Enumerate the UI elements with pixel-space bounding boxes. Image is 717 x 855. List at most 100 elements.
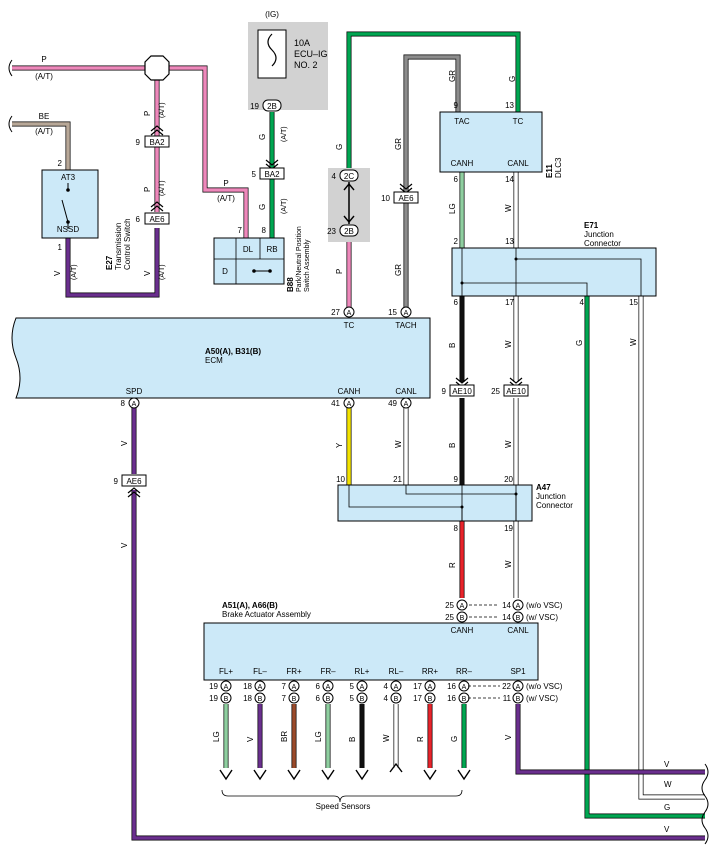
e27-nssd: NSSD xyxy=(57,225,79,234)
connector-ae10-w[interactable]: AE10 25 xyxy=(491,377,529,397)
wire-v-sp1[interactable] xyxy=(515,704,705,775)
a47-junction[interactable]: 10 21 9 20 8 19 xyxy=(336,475,533,533)
sensor-pin[interactable] xyxy=(424,692,436,704)
pin-letter: A xyxy=(132,401,137,408)
sensor-pin[interactable] xyxy=(288,692,300,704)
edge-label-w: W xyxy=(664,780,672,789)
sp1-wo-vsc: (w/o VSC) xyxy=(526,682,563,691)
connector-ae10-b[interactable]: AE10 9 xyxy=(442,377,475,397)
connector-2c[interactable]: 2C 4 xyxy=(332,169,359,182)
pin-letter: B xyxy=(516,696,521,703)
sensor-pin[interactable] xyxy=(390,692,402,704)
sensor-pin-number: 7 xyxy=(282,694,287,703)
c2c-label: 2C xyxy=(344,172,354,181)
brake-w-vsc: (w/ VSC) xyxy=(526,613,558,622)
connector-ba2-left[interactable]: BA2 9 xyxy=(136,125,170,148)
brake-canl-a: 14 xyxy=(502,601,511,610)
connector-ae6-left[interactable]: AE6 6 xyxy=(136,201,170,225)
pin-letter: A xyxy=(347,401,352,408)
b88-name1: Park/Neutral Position xyxy=(296,226,303,292)
pin-letter: A xyxy=(347,310,352,317)
e27-switch[interactable]: AT3 NSSD 2 1 xyxy=(41,159,99,252)
e71-junction[interactable]: 2 13 6 17 4 15 xyxy=(451,237,657,307)
b88-pin-rb: 8 xyxy=(262,226,267,235)
wire-w-e71-15[interactable] xyxy=(638,296,705,800)
ecm-tc: TC xyxy=(344,321,355,330)
fuse-2b-pin: 19 xyxy=(250,102,259,111)
fuse-name1: ECU–IG xyxy=(294,49,328,59)
wire-note-at-1: (A/T) xyxy=(159,102,166,118)
sensor-pin[interactable] xyxy=(254,692,266,704)
connector-ba2-mid[interactable]: BA2 5 xyxy=(252,159,285,180)
ba2-mid-label: BA2 xyxy=(264,170,280,179)
sensor-pin[interactable] xyxy=(356,680,368,692)
fuse-rating: 10A xyxy=(294,38,310,48)
arrow-down-icon xyxy=(423,769,437,781)
brake-can-pins[interactable]: A B A B 25 25 14 14 (w/o VSC) (w/ VSC) xyxy=(445,599,563,623)
b88-d: D xyxy=(222,267,228,276)
ecm-pin-tc[interactable]: A 27 xyxy=(331,306,355,318)
b88-switch[interactable]: DL RB D 7 8 xyxy=(213,226,285,285)
sensor-pin[interactable] xyxy=(322,680,334,692)
sp1-pins[interactable]: A B 22 11 (w/o VSC) (w/ VSC) xyxy=(468,680,563,704)
e71-pin-17: 17 xyxy=(505,298,514,307)
wire-label-p-left-2: P xyxy=(143,187,152,192)
pin-letter: B xyxy=(224,696,229,703)
e27-name2: Control Switch xyxy=(123,218,132,270)
sensor-pin[interactable] xyxy=(390,680,402,692)
ecm-pin-spd[interactable]: A 8 xyxy=(121,397,140,409)
wire-gr-tach[interactable] xyxy=(403,54,461,308)
brake-canh: CANH xyxy=(451,626,474,635)
fuse-block[interactable]: (IG) 10A ECU–IG NO. 2 xyxy=(248,10,328,110)
sensor-name: RL+ xyxy=(355,667,370,676)
ba2-mid-pin: 5 xyxy=(252,170,257,179)
connector-2b-stack[interactable]: 2B 23 xyxy=(327,224,359,237)
sensor-name: FL– xyxy=(253,667,267,676)
wire-p-to-b88[interactable] xyxy=(169,65,249,238)
ecm-canh-pin: 41 xyxy=(331,399,340,408)
brake-sp1: SP1 xyxy=(510,667,526,676)
arrow-down-icon xyxy=(253,769,267,781)
dlc3-connector[interactable]: TAC TC CANH CANL 9 13 6 14 xyxy=(439,101,543,184)
e71-id: E71 xyxy=(584,221,599,230)
dlc3-pin-canh: 6 xyxy=(454,175,459,184)
sensor-pin[interactable] xyxy=(322,692,334,704)
sensor-pin[interactable] xyxy=(220,680,232,692)
splice-icon xyxy=(144,55,170,81)
wire-label-gr-1: GR xyxy=(394,138,403,150)
sp1-pin-a: 22 xyxy=(502,682,511,691)
sensor-pin[interactable] xyxy=(220,692,232,704)
a47-pin-20: 20 xyxy=(504,475,513,484)
wire-break-be-icon xyxy=(8,115,13,133)
sensor-pin[interactable] xyxy=(254,680,266,692)
sensor-pin[interactable] xyxy=(356,692,368,704)
wire-g-e71[interactable] xyxy=(584,296,705,819)
sensor-pin[interactable] xyxy=(424,680,436,692)
c2b-pin: 23 xyxy=(327,227,336,236)
arrow-down-icon xyxy=(287,769,301,781)
ecm-box[interactable]: A50(A), B31(B) ECM TC TACH SPD CANH CANL xyxy=(11,317,431,399)
pin-letter: A xyxy=(460,603,465,610)
ecm-pin-tach[interactable]: A 15 xyxy=(388,306,412,318)
connector-2b-fuse[interactable]: 2B 19 xyxy=(250,99,282,112)
wire-note-be: (A/T) xyxy=(35,127,53,136)
sensor-name: RR+ xyxy=(422,667,439,676)
ecm-pin-canl[interactable]: A 49 xyxy=(388,397,412,409)
ecm-tach-pin: 15 xyxy=(388,308,397,317)
c2b-label: 2B xyxy=(344,227,354,236)
connector-ae6-low[interactable]: AE6 9 xyxy=(114,474,147,498)
ecm-pin-canh[interactable]: A 41 xyxy=(331,397,355,409)
arrow-down-icon xyxy=(457,769,471,781)
ecm-canl: CANL xyxy=(395,387,417,396)
sensor-pin[interactable] xyxy=(288,680,300,692)
brake-name: Brake Actuator Assembly xyxy=(222,610,311,619)
ae6-low-pin: 9 xyxy=(114,477,119,486)
sensor-pin-number: 6 xyxy=(316,694,321,703)
sensor-pin-number: 16 xyxy=(447,694,456,703)
connector-ae6-mid[interactable]: AE6 10 xyxy=(381,183,419,204)
sensor-pin-number: 5 xyxy=(350,694,355,703)
wire-label-r-brake: R xyxy=(448,562,457,568)
brake-actuator[interactable]: A51(A), A66(B) Brake Actuator Assembly C… xyxy=(203,601,539,681)
wire-label-g-tc: G xyxy=(335,144,344,150)
